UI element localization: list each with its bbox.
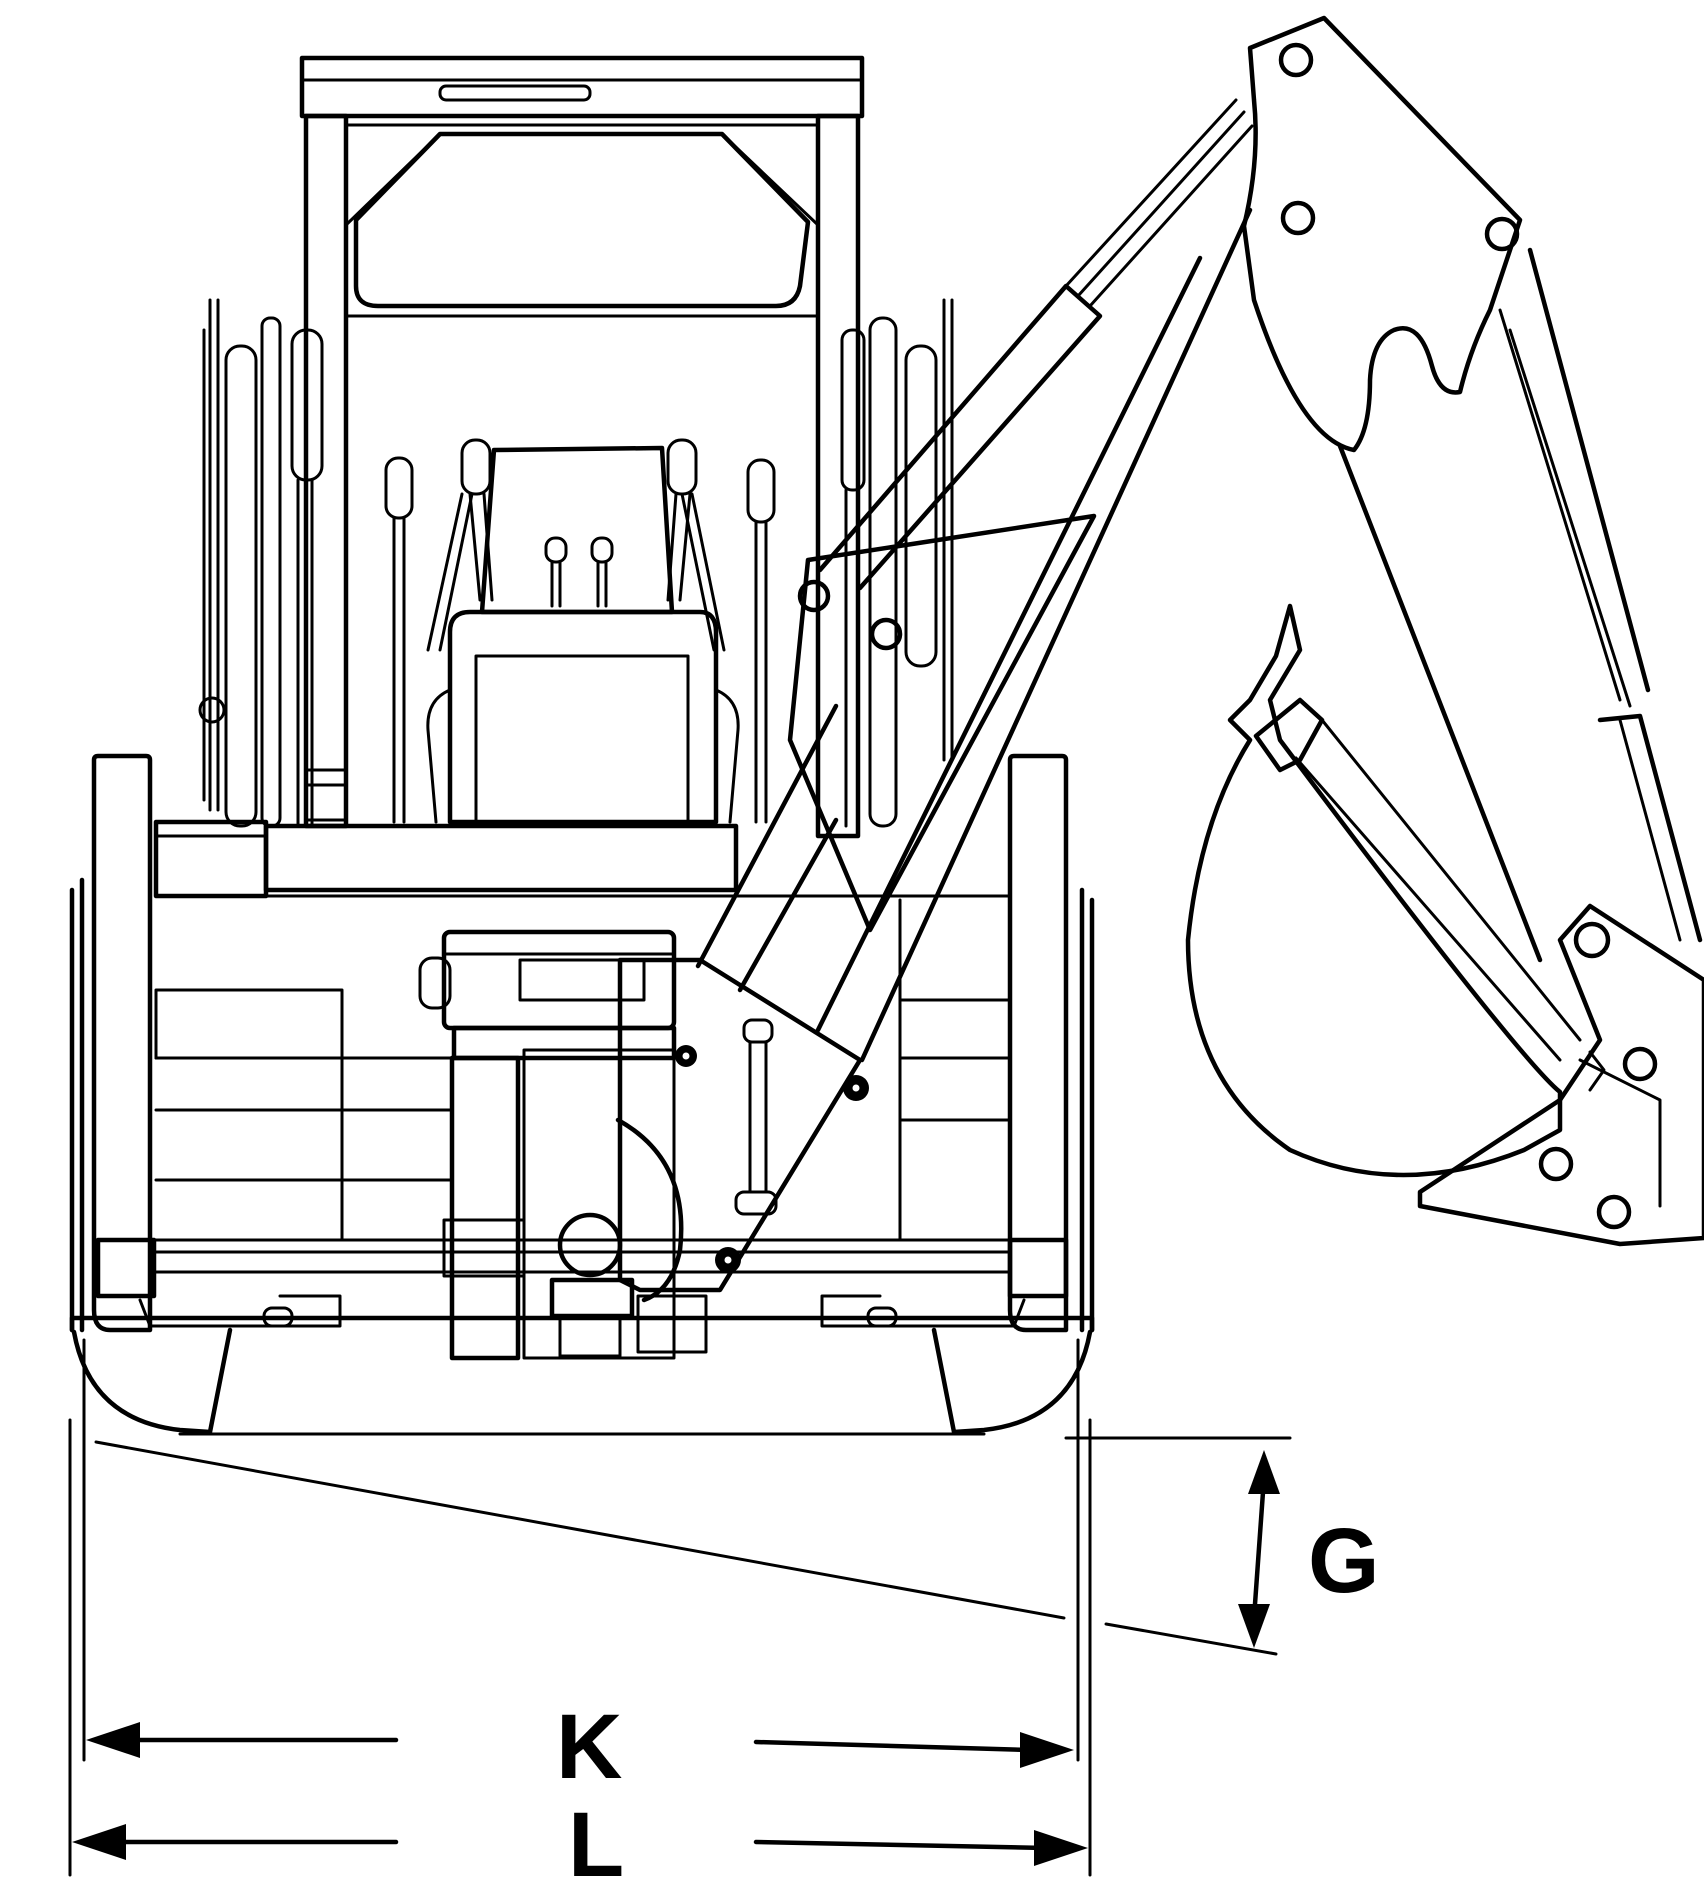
operator-seat xyxy=(426,445,740,825)
dimension-label-k: K xyxy=(556,1696,622,1798)
tractor-body xyxy=(69,753,1095,1436)
dimension-extension-lines xyxy=(68,1338,1092,1877)
cab-frame xyxy=(299,55,865,839)
control-levers xyxy=(384,438,776,824)
dimension-k xyxy=(86,1722,1074,1768)
swing-frame xyxy=(418,929,708,1361)
dimension-label-l: L xyxy=(568,1794,624,1881)
backhoe-dipper xyxy=(1337,247,1703,963)
dimension-l xyxy=(72,1824,1088,1866)
dimension-label-g: G xyxy=(1308,1510,1380,1612)
backhoe-bucket xyxy=(1185,603,1704,1247)
dimension-g xyxy=(94,1436,1292,1656)
backhoe-boom xyxy=(617,15,1523,1293)
left-loader-cylinders xyxy=(198,298,348,828)
right-loader-cylinders xyxy=(840,298,954,828)
